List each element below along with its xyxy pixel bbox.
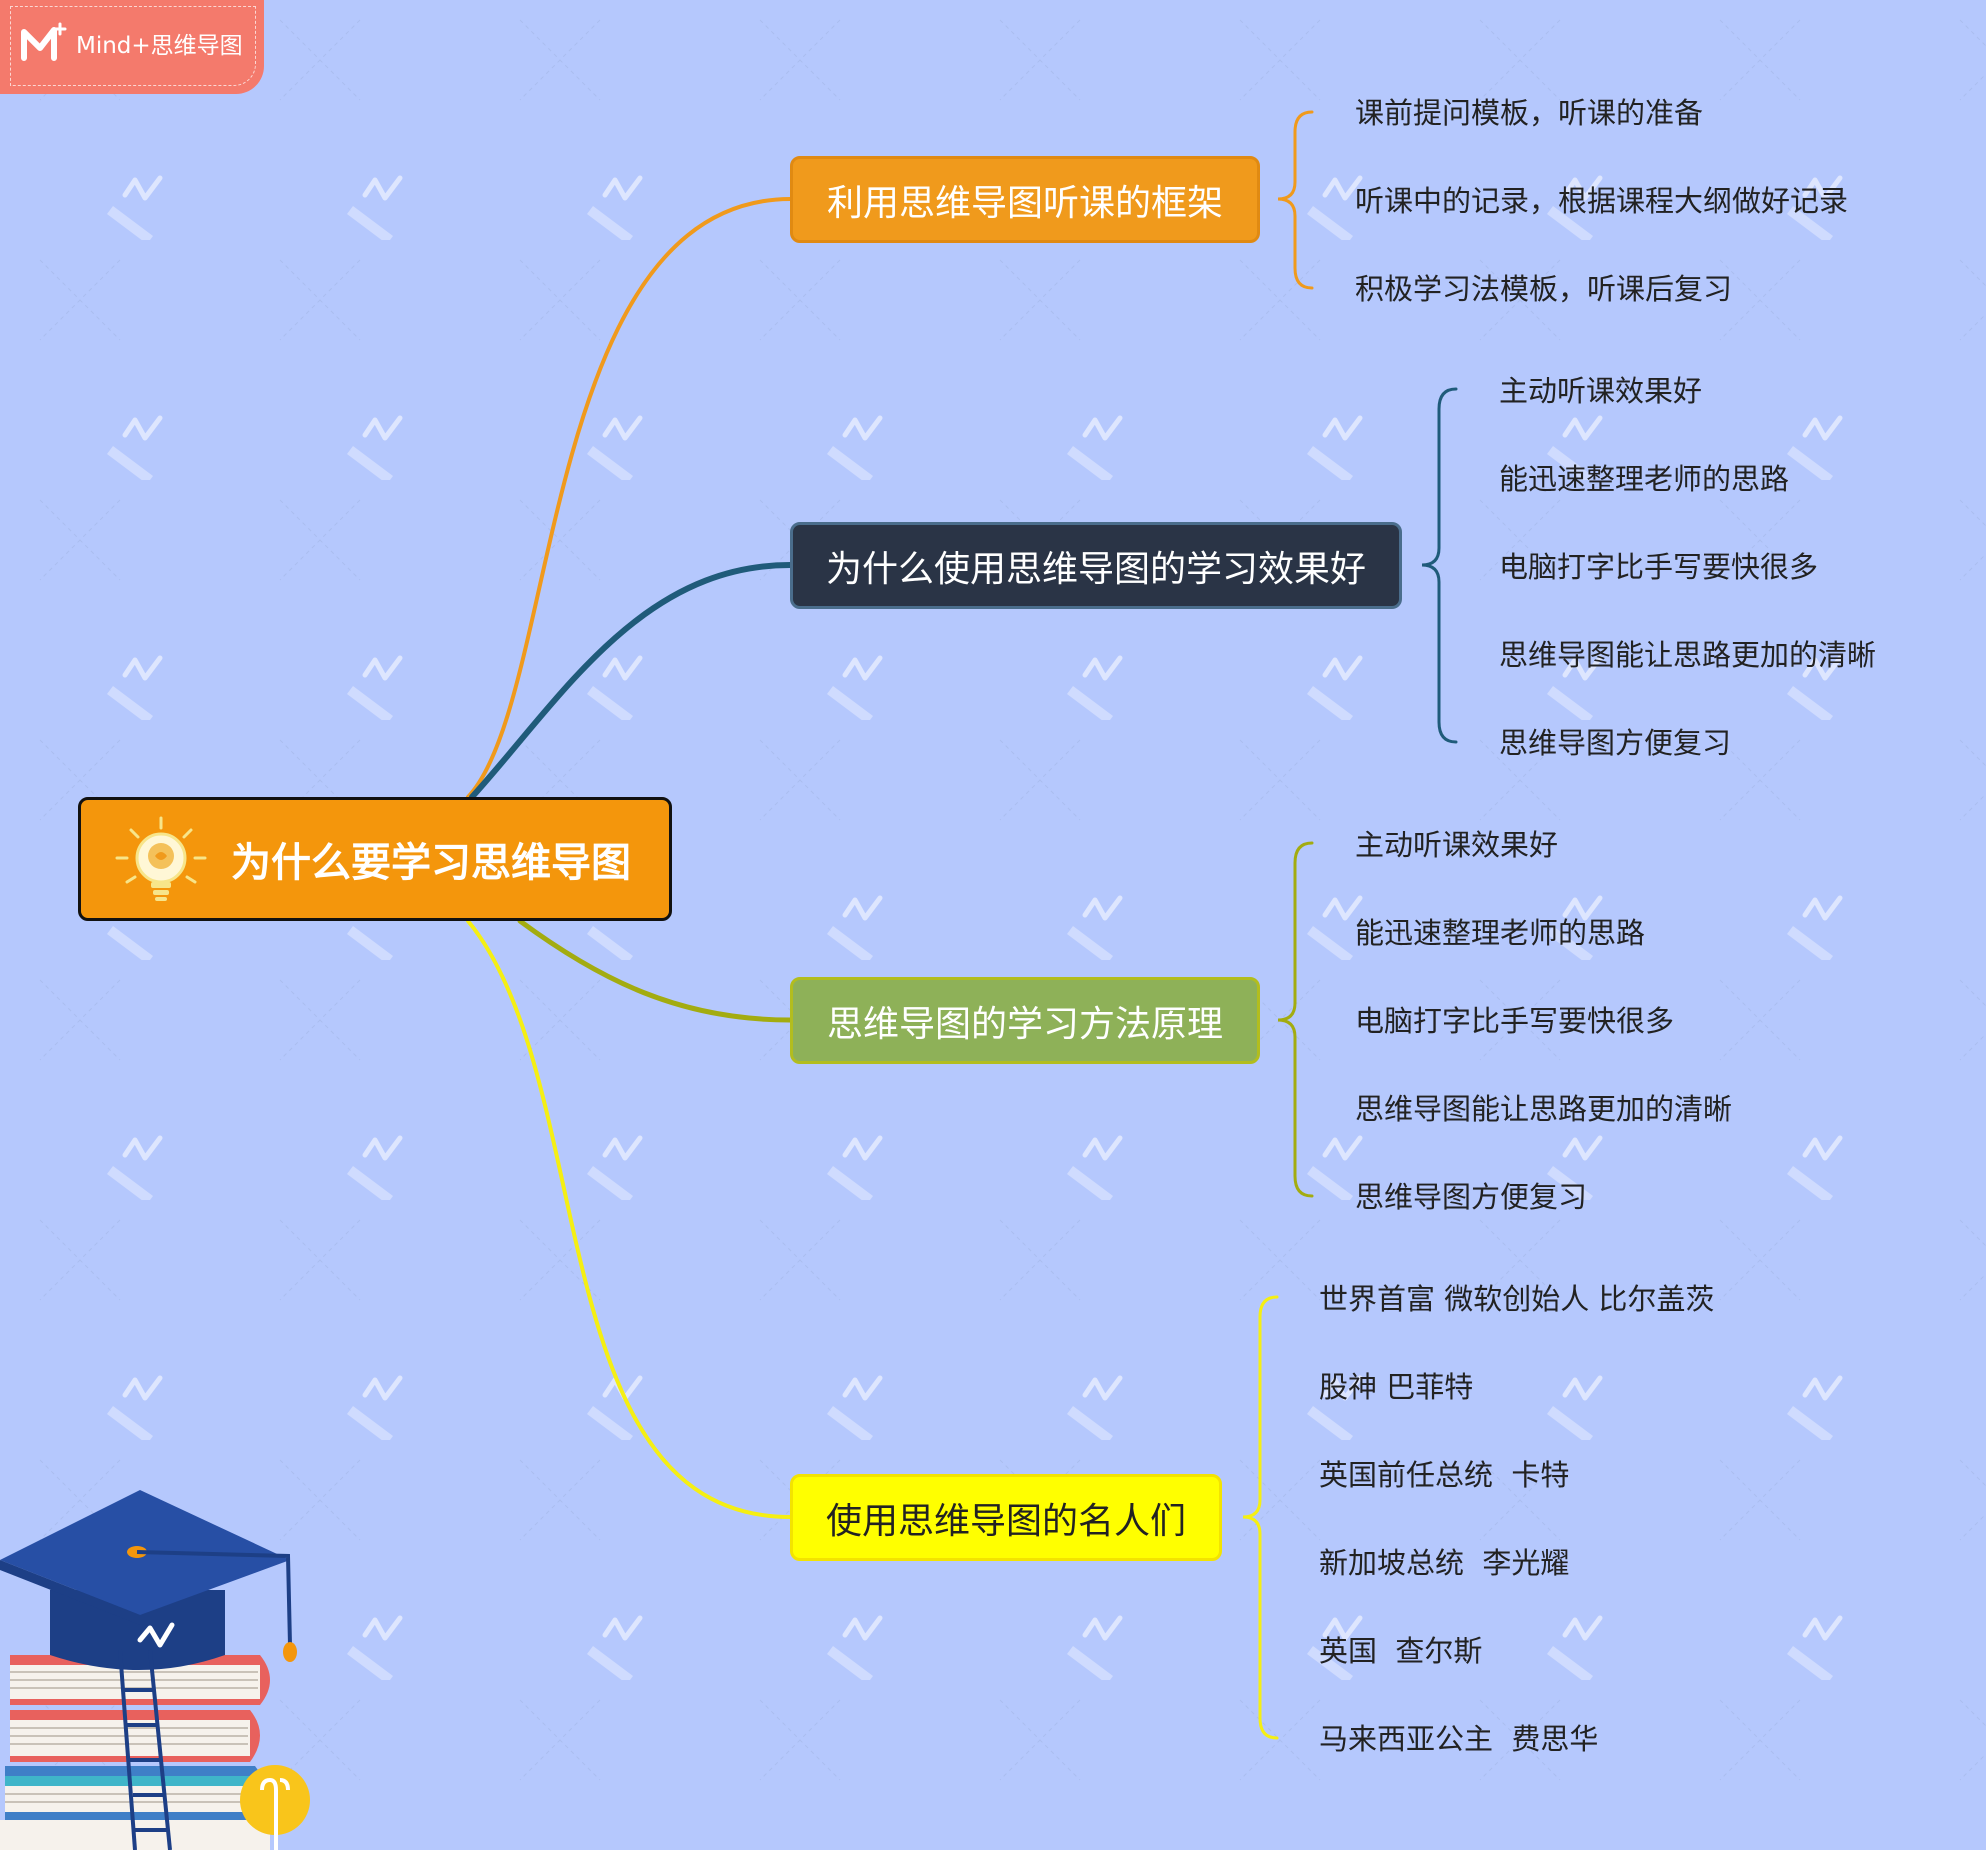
leaf-node[interactable]: 新加坡总统 李光耀 bbox=[1319, 1546, 1570, 1580]
connector-branch-1 bbox=[466, 197, 792, 799]
branch-label: 为什么使用思维导图的学习效果好 bbox=[825, 548, 1366, 590]
leaf-node[interactable]: 思维导图能让思路更加的清晰 bbox=[1499, 638, 1877, 672]
leaf-node[interactable]: 电脑打字比手写要快很多 bbox=[1355, 1004, 1675, 1038]
leaf-node[interactable]: 听课中的记录，根据课程大纲做好记录 bbox=[1355, 184, 1849, 218]
branch-label: 使用思维导图的名人们 bbox=[825, 1500, 1186, 1542]
branch-node-why-effective[interactable]: 为什么使用思维导图的学习效果好 bbox=[790, 522, 1402, 609]
leaf-node[interactable]: 电脑打字比手写要快很多 bbox=[1499, 550, 1819, 584]
branch-label: 利用思维导图听课的框架 bbox=[826, 182, 1223, 224]
brace-branch-1 bbox=[1277, 110, 1314, 290]
leaf-node[interactable]: 能迅速整理老师的思路 bbox=[1499, 462, 1790, 496]
lightbulb-icon bbox=[115, 816, 207, 901]
ladder-icon bbox=[118, 1649, 172, 1850]
branch-node-listening-framework[interactable]: 利用思维导图听课的框架 bbox=[790, 156, 1260, 243]
branch-label: 思维导图的学习方法原理 bbox=[826, 1003, 1223, 1045]
leaf-node[interactable]: 积极学习法模板，听课后复习 bbox=[1355, 272, 1733, 306]
leaf-node[interactable]: 英国 查尔斯 bbox=[1319, 1634, 1483, 1668]
leaf-node[interactable]: 世界首富 微软创始人 比尔盖茨 bbox=[1319, 1282, 1715, 1316]
root-label: 为什么要学习思维导图 bbox=[231, 840, 631, 886]
app-logo-badge: Mind+思维导图 bbox=[0, 0, 264, 94]
app-logo-text: Mind+思维导图 bbox=[76, 33, 243, 59]
branch-node-method-principle[interactable]: 思维导图的学习方法原理 bbox=[790, 977, 1260, 1064]
lightbulb-icon bbox=[240, 1765, 310, 1850]
leaf-node[interactable]: 股神 巴菲特 bbox=[1319, 1370, 1474, 1404]
root-node[interactable]: 为什么要学习思维导图 bbox=[78, 797, 672, 921]
leaf-node[interactable]: 主动听课效果好 bbox=[1499, 374, 1703, 408]
leaf-node[interactable]: 思维导图方便复习 bbox=[1355, 1180, 1588, 1214]
leaf-node[interactable]: 马来西亚公主 费思华 bbox=[1319, 1722, 1599, 1756]
brace-branch-3 bbox=[1277, 841, 1314, 1198]
books-icon bbox=[0, 1655, 270, 1850]
leaf-node[interactable]: 主动听课效果好 bbox=[1355, 828, 1559, 862]
mind-logo-icon bbox=[21, 22, 67, 61]
leaf-node[interactable]: 思维导图能让思路更加的清晰 bbox=[1355, 1092, 1733, 1126]
graduation-books-illustration bbox=[0, 1490, 310, 1850]
brace-branch-4 bbox=[1242, 1295, 1279, 1740]
leaf-node[interactable]: 能迅速整理老师的思路 bbox=[1355, 916, 1646, 950]
leaf-node[interactable]: 课前提问模板，听课的准备 bbox=[1355, 96, 1704, 130]
branch-node-famous-users[interactable]: 使用思维导图的名人们 bbox=[790, 1474, 1222, 1561]
graduation-cap-icon bbox=[0, 1490, 297, 1670]
connector-branch-4 bbox=[466, 919, 792, 1519]
connector-branch-3 bbox=[517, 918, 793, 1023]
connector-branch-2 bbox=[469, 562, 793, 800]
brace-branch-2 bbox=[1421, 387, 1458, 744]
leaf-node[interactable]: 思维导图方便复习 bbox=[1499, 726, 1732, 760]
leaf-node[interactable]: 英国前任总统 卡特 bbox=[1319, 1458, 1570, 1492]
